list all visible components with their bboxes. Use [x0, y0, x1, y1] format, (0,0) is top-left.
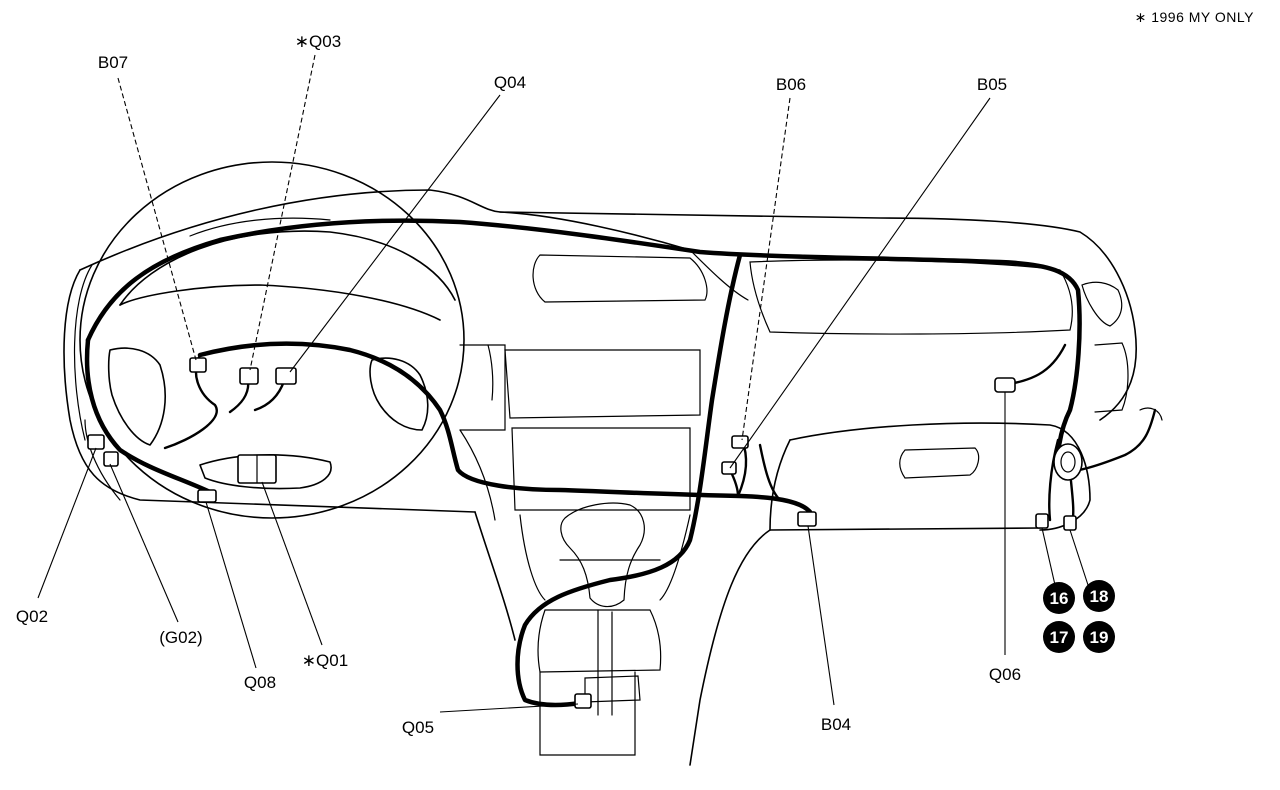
label-q01: ∗Q01: [302, 651, 348, 670]
label-g02: (G02): [159, 628, 202, 647]
wiring-harness: [84, 218, 1157, 708]
label-q06: Q06: [989, 665, 1021, 684]
badge-19: 19: [1083, 621, 1115, 653]
leader-lines: [37, 54, 1089, 713]
connector-16-17: [1035, 513, 1049, 529]
connector-18-19: [1063, 515, 1077, 531]
connector-q02: [87, 434, 105, 450]
connector-q08: [197, 489, 217, 503]
connector-b04: [797, 511, 817, 527]
label-q03: ∗Q03: [295, 32, 341, 51]
svg-text:19: 19: [1090, 628, 1109, 647]
note-1996-my-only: ∗ 1996 MY ONLY: [1135, 9, 1255, 25]
grommet: [1053, 443, 1083, 481]
connector-b06-lower: [721, 461, 737, 475]
connectors: [87, 357, 1083, 709]
connector-q03: [239, 367, 259, 385]
label-q05: Q05: [402, 718, 434, 737]
badge-17: 17: [1043, 621, 1075, 653]
connector-b07: [189, 357, 207, 373]
label-b05: B05: [977, 75, 1007, 94]
label-q02: Q02: [16, 607, 48, 626]
label-q08: Q08: [244, 673, 276, 692]
badge-16: 16: [1043, 582, 1075, 614]
connector-g02: [103, 451, 119, 467]
svg-text:17: 17: [1050, 628, 1069, 647]
connector-q06: [994, 377, 1016, 393]
label-b07: B07: [98, 53, 128, 72]
dashboard-outline: [63, 189, 1163, 766]
badge-18: 18: [1083, 580, 1115, 612]
steering-wheel: [79, 161, 465, 519]
label-b06: B06: [776, 75, 806, 94]
svg-text:16: 16: [1050, 589, 1069, 608]
connector-q04: [275, 367, 297, 385]
label-b04: B04: [821, 715, 851, 734]
connector-q05: [574, 693, 592, 709]
label-q04: Q04: [494, 73, 526, 92]
svg-text:18: 18: [1090, 587, 1109, 606]
